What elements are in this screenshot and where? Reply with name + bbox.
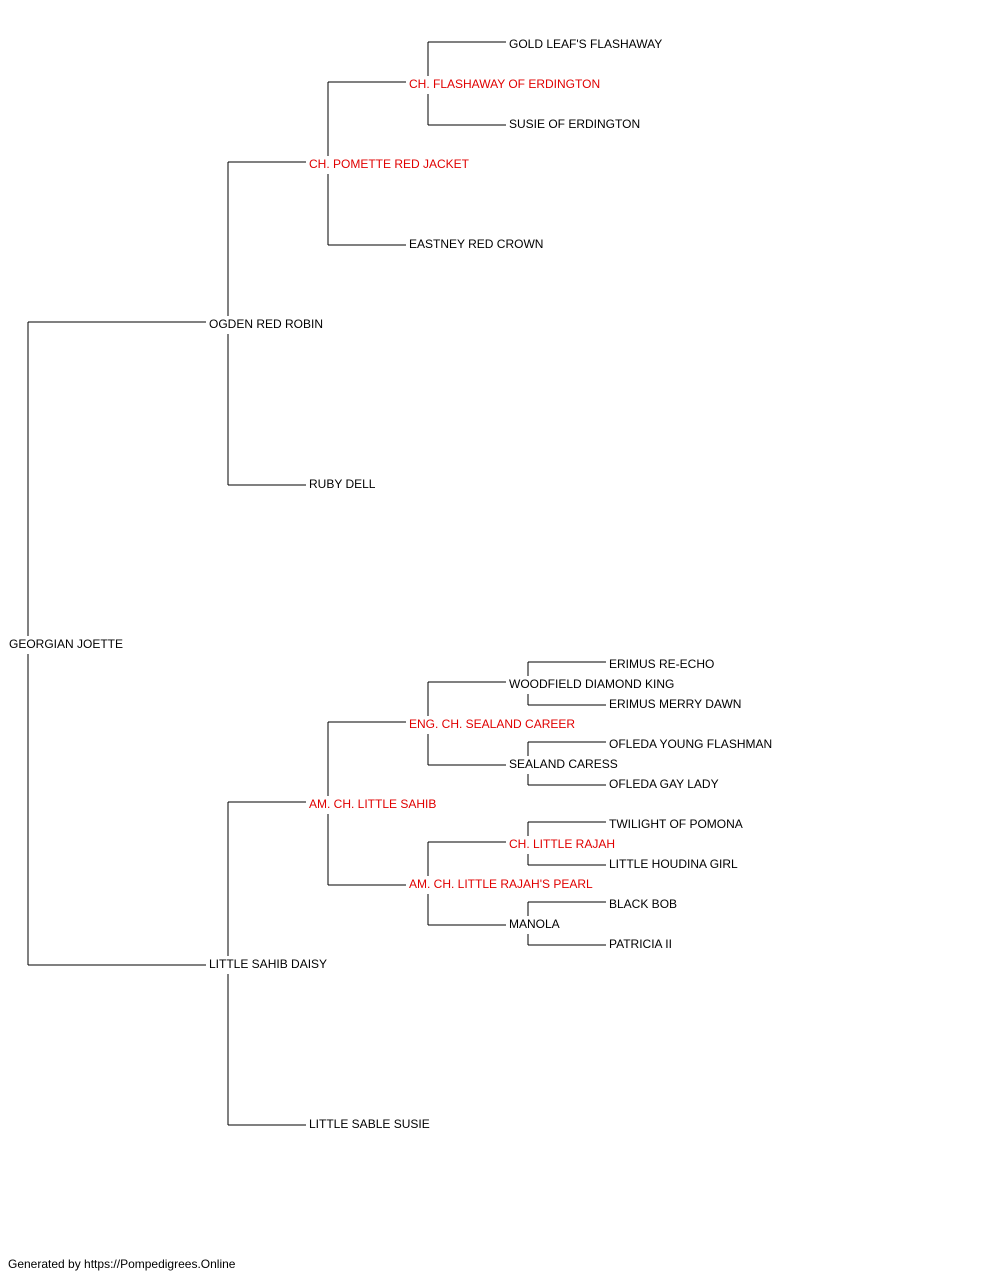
dog-name-eastney-red-crown: EASTNEY RED CROWN [408, 237, 544, 251]
dog-name-am-ch-little-sahib: AM. CH. LITTLE SAHIB [308, 797, 437, 811]
dog-name-ch-pomette-red-jacket: CH. POMETTE RED JACKET [308, 157, 470, 171]
dog-name-black-bob: BLACK BOB [608, 897, 678, 911]
footer-credit: Generated by https://Pompedigrees.Online [8, 1257, 236, 1271]
dog-name-eng-ch-sealand-career: ENG. CH. SEALAND CAREER [408, 717, 576, 731]
dog-name-ofleda-gay-lady: OFLEDA GAY LADY [608, 777, 719, 791]
dog-name-erimus-merry-dawn: ERIMUS MERRY DAWN [608, 697, 742, 711]
dog-name-ogden-red-robin: OGDEN RED ROBIN [208, 317, 324, 331]
dog-name-erimus-re-echo: ERIMUS RE-ECHO [608, 657, 715, 671]
subject-dog-name: GEORGIAN JOETTE [8, 637, 124, 651]
dog-name-gold-leaf-s-flashaway: GOLD LEAF'S FLASHAWAY [508, 37, 663, 51]
dog-name-ch-flashaway-of-erdington: CH. FLASHAWAY OF ERDINGTON [408, 77, 601, 91]
dog-name-woodfield-diamond-king: WOODFIELD DIAMOND KING [508, 677, 675, 691]
dog-name-ch-little-rajah: CH. LITTLE RAJAH [508, 837, 616, 851]
dog-name-sealand-caress: SEALAND CARESS [508, 757, 618, 771]
dog-name-manola: MANOLA [508, 917, 560, 931]
dog-name-patricia-ii: PATRICIA II [608, 937, 672, 951]
dog-name-little-sable-susie: LITTLE SABLE SUSIE [308, 1117, 430, 1131]
dog-name-little-houdina-girl: LITTLE HOUDINA GIRL [608, 857, 738, 871]
dog-name-ruby-dell: RUBY DELL [308, 477, 376, 491]
dog-name-little-sahib-daisy: LITTLE SAHIB DAISY [208, 957, 328, 971]
dog-name-susie-of-erdington: SUSIE OF ERDINGTON [508, 117, 641, 131]
dog-name-twilight-of-pomona: TWILIGHT OF POMONA [608, 817, 743, 831]
dog-name-ofleda-young-flashman: OFLEDA YOUNG FLASHMAN [608, 737, 773, 751]
dog-name-am-ch-little-rajah-s-pearl: AM. CH. LITTLE RAJAH'S PEARL [408, 877, 593, 891]
